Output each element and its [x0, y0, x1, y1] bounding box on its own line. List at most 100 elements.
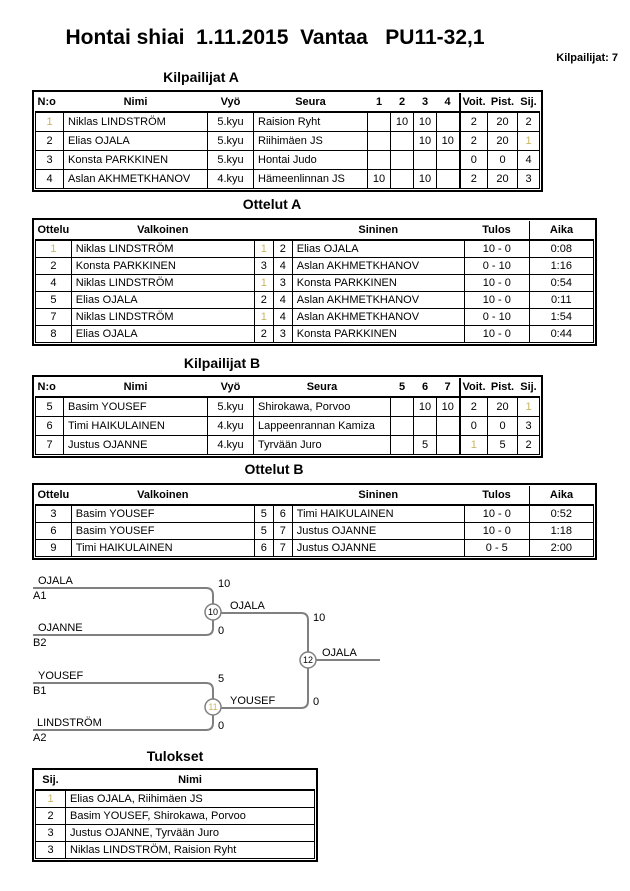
table-cell: 2 — [35, 131, 64, 151]
table-cell: Elias OJALA — [291, 239, 465, 258]
table-cell: 10 — [390, 111, 414, 132]
table-cell: Tyrvään Juro — [253, 435, 391, 455]
table-cell: 3 — [35, 504, 72, 523]
table-cell: 5 — [413, 435, 437, 455]
page-title: Hontai shiai 1.11.2015 Vantaa PU11-32,1 — [65, 26, 485, 49]
column-header: N:o — [35, 93, 64, 113]
table-cell: 7 — [35, 435, 64, 455]
table-cell: Elias OJALA, Riihimäen JS — [65, 789, 315, 808]
bracket-score: 0 — [218, 720, 224, 732]
table-cell: 0:44 — [528, 325, 594, 343]
table-cell: 5 — [253, 522, 274, 540]
table-cell: 2 — [517, 435, 540, 455]
table-cell — [436, 150, 460, 170]
table-cell — [436, 169, 460, 189]
table-cell — [367, 111, 391, 132]
match-number: 10 — [208, 607, 218, 617]
bracket-entrant: YOUSEF — [38, 670, 84, 682]
column-header: Valkoinen — [71, 221, 255, 241]
table-cell: 1 — [35, 111, 64, 132]
table-cell: Niklas LINDSTRÖM — [70, 308, 255, 326]
table-cell: 2 — [458, 396, 488, 417]
table-cell: 0 - 10 — [463, 308, 530, 326]
column-header — [273, 221, 293, 241]
table-cell: 0:54 — [528, 274, 594, 292]
table-cell: Niklas LINDSTRÖM — [63, 111, 208, 132]
table-cell: 2 — [458, 169, 488, 189]
table-cell: Aslan AKHMETKHANOV — [291, 308, 465, 326]
table-cell: Aslan AKHMETKHANOV — [291, 291, 465, 309]
table-cell: 5 — [35, 396, 64, 417]
table-cell: 0:11 — [528, 291, 594, 309]
table-cell: 1:18 — [528, 522, 594, 540]
table-cell: 5.kyu — [207, 131, 254, 151]
bracket-winner-label: YOUSEF — [230, 695, 276, 707]
table-cell: Justus OJANNE — [63, 435, 208, 455]
table-cell: 3 — [35, 150, 64, 170]
heading-ottelut-a: Ottelut A — [242, 196, 302, 212]
table-cell: Niklas LINDSTRÖM, Raision Ryht — [65, 841, 315, 859]
heading-ottelut-b: Ottelut B — [244, 461, 304, 477]
table-cell: Aslan AKHMETKHANOV — [63, 169, 208, 189]
table-cell: 10 — [413, 131, 437, 151]
table-cell: Niklas LINDSTRÖM — [70, 274, 255, 292]
match-circle — [204, 603, 222, 621]
table-cell: 1 — [517, 131, 540, 151]
table-cell: 0 — [487, 416, 518, 436]
table-cell: Aslan AKHMETKHANOV — [291, 257, 465, 275]
table-cell — [436, 111, 460, 132]
table-cell: Basim YOUSEF, Shirokawa, Porvoo — [65, 807, 315, 825]
column-header: Voit. — [458, 93, 488, 113]
column-header: Ottelu — [35, 486, 72, 506]
bracket-entrant: OJALA — [38, 575, 74, 587]
table-cell: 1 — [35, 239, 72, 258]
bracket-seed: B1 — [33, 685, 46, 697]
table-cell: 4.kyu — [207, 435, 254, 455]
column-header: Seura — [253, 378, 391, 398]
table-cell: 1:16 — [528, 257, 594, 275]
table-cell: 3 — [35, 824, 66, 842]
column-header: 4 — [436, 93, 460, 113]
table-cell: 2 — [458, 131, 488, 151]
column-header: Seura — [253, 93, 368, 113]
table-cell: 4 — [517, 150, 540, 170]
table-cell: 4 — [272, 291, 293, 309]
table-cell: 10 - 0 — [463, 291, 530, 309]
header-row: Sij.Nimi — [35, 771, 315, 791]
table-cell: 1 — [35, 789, 66, 808]
table-cell: Elias OJALA — [63, 131, 208, 151]
table-cell: Justus OJANNE — [291, 522, 465, 540]
table-cell: 1 — [253, 274, 274, 292]
table-cell: 5 — [35, 291, 72, 309]
match-circle — [204, 698, 222, 716]
column-header: Sij. — [35, 771, 66, 791]
table-cell — [436, 435, 460, 455]
table-cell: Elias OJALA — [70, 325, 255, 343]
column-header: Vyö — [207, 93, 254, 113]
table-cell: 1 — [517, 396, 540, 417]
table-cell — [390, 131, 414, 151]
column-header: Pist. — [487, 378, 518, 398]
bracket-entrant: LINDSTRÖM — [37, 717, 102, 729]
table-cell: 10 - 0 — [463, 325, 530, 343]
table-cell: 0 - 10 — [463, 257, 530, 275]
table-cell: Lappeenrannan Kamiza — [253, 416, 391, 436]
table-cell: 2:00 — [528, 539, 594, 557]
column-header: 3 — [413, 93, 437, 113]
table-cell: 4 — [35, 169, 64, 189]
